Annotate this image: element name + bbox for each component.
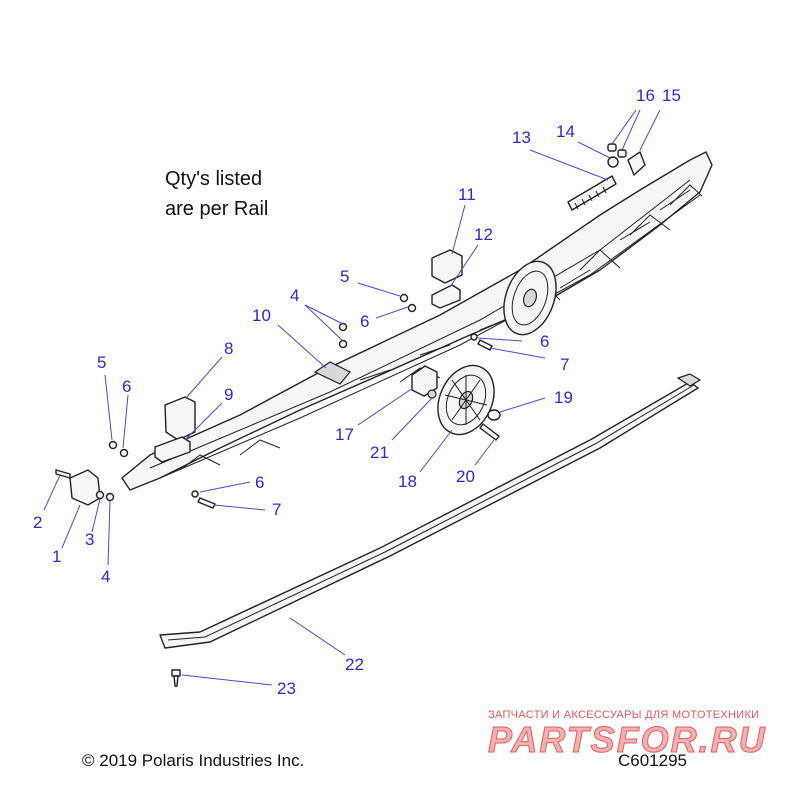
callout-6: 6	[360, 312, 369, 331]
callout-4: 4	[290, 286, 299, 305]
callout-6: 6	[540, 332, 549, 351]
callout-21: 21	[370, 443, 389, 462]
note-line-1: Qty's listed	[165, 168, 262, 190]
callout-8: 8	[224, 339, 233, 358]
adjuster-hardware	[607, 143, 646, 176]
slide-blocks-upper	[431, 249, 463, 309]
watermark-tagline: ЗАПЧАСТИ И АКСЕССУАРЫ ДЛЯ МОТОТЕХНИКИ	[488, 709, 759, 721]
watermark: ЗАПЧАСТИ И АКСЕССУАРЫ ДЛЯ МОТОТЕХНИКИ PA…	[488, 709, 767, 761]
watermark-brand: PARTSFOR.RU	[488, 719, 767, 760]
callout-6: 6	[122, 377, 131, 396]
callout-7: 7	[272, 500, 281, 519]
callout-1: 1	[52, 547, 61, 566]
wear-strip	[159, 373, 702, 649]
note-line-2: are per Rail	[165, 198, 268, 220]
callout-2: 2	[33, 513, 42, 532]
callout-12: 12	[474, 225, 493, 244]
diagram-code: C601295	[618, 751, 687, 770]
idler-wheel	[437, 364, 495, 436]
wheel-bushing	[411, 365, 438, 399]
adjuster-bolt	[567, 175, 617, 211]
callout-20: 20	[456, 467, 475, 486]
callout-14: 14	[556, 122, 575, 141]
callout-18: 18	[398, 472, 417, 491]
callout-22: 22	[345, 655, 364, 674]
callout-16: 16	[636, 86, 655, 105]
front-cap-assembly	[55, 440, 129, 506]
callout-11: 11	[458, 185, 476, 204]
callout-17: 17	[335, 425, 354, 444]
callout-4: 4	[101, 567, 110, 586]
callout-3: 3	[85, 530, 94, 549]
slide-blocks-front	[154, 396, 196, 463]
callout-23: 23	[277, 679, 296, 698]
copyright: © 2019 Polaris Industries Inc.	[82, 751, 304, 770]
wheel-hardware	[479, 409, 501, 441]
callout-10: 10	[252, 306, 271, 325]
wear-strip-screw	[171, 669, 181, 687]
callout-9: 9	[224, 385, 233, 404]
callout-6: 6	[255, 473, 264, 492]
callouts: 1 2 3 4 5 6 8 9 10 4 5 6 11 12 13 14 16 …	[33, 86, 681, 698]
callout-5: 5	[97, 353, 106, 372]
rail-frame	[121, 151, 713, 491]
rail-rear-wheel	[503, 260, 557, 336]
callout-7: 7	[560, 355, 569, 374]
frame-bolts	[191, 333, 493, 509]
callout-19: 19	[554, 388, 573, 407]
leader-lines	[43, 109, 661, 686]
callout-5: 5	[340, 267, 349, 286]
callout-15: 15	[662, 86, 681, 105]
callout-13: 13	[512, 128, 531, 147]
